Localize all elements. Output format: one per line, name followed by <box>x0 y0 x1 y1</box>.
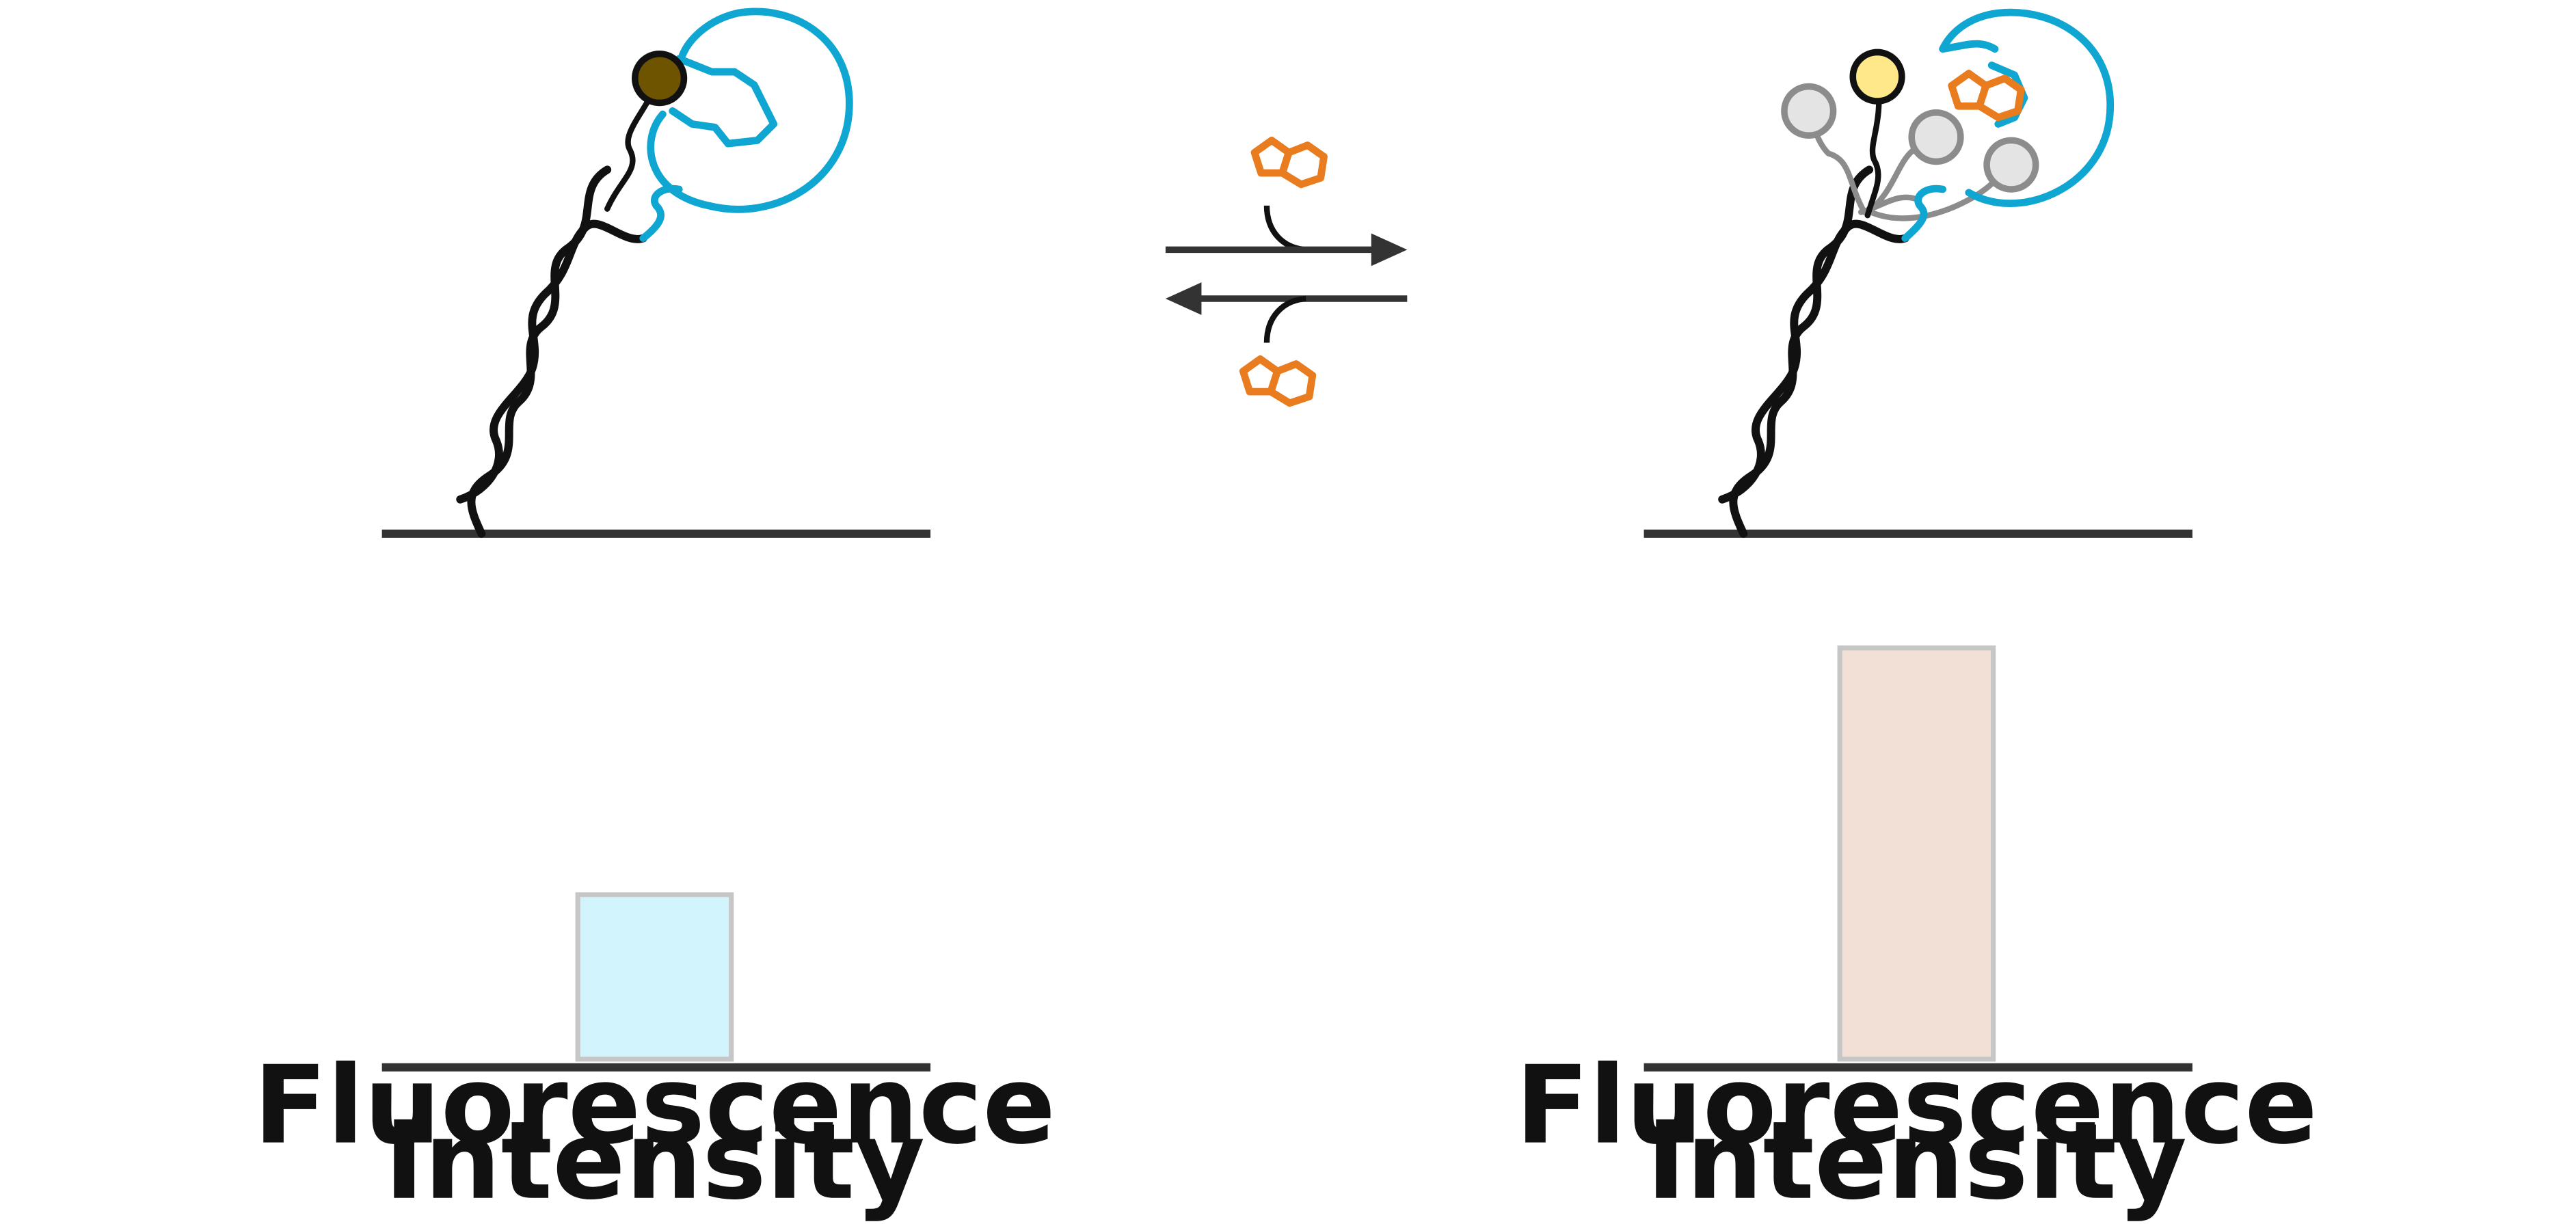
left-dna-helix <box>456 165 647 538</box>
right-sensor-panel: Fluorescence Intensity <box>1516 8 2318 1224</box>
right-dna-helix <box>1718 165 1909 538</box>
right-bar-label-line1: Fluorescence <box>1516 1044 2318 1169</box>
right-dynamic-fluorophore <box>1908 109 1964 165</box>
left-linker <box>604 75 662 212</box>
right-linker <box>1864 75 1882 219</box>
left-sensor-panel: Fluorescence Intensity <box>254 8 1056 1224</box>
left-aptamer <box>639 8 853 243</box>
right-bright-fluorophore <box>1849 49 1905 105</box>
left-quenched-fluorophore <box>632 51 688 107</box>
right-dynamic-fluorophore <box>1983 137 2039 193</box>
right-aptamer <box>1901 8 2115 243</box>
left-bar-label-line1: Fluorescence <box>254 1044 1056 1169</box>
reverse-hook <box>1263 295 1306 343</box>
equilibrium-arrows <box>1165 140 1408 403</box>
arrow-left-head <box>1165 282 1202 315</box>
left-fluorescence-bar <box>575 892 734 1062</box>
bound-ligand-icon <box>1952 73 2021 117</box>
arrow-right-head <box>1371 233 1408 267</box>
right-fluorescence-bar <box>1837 645 1996 1062</box>
ligand-icon <box>1255 140 1324 184</box>
right-dynamic-fluorophore <box>1781 83 1837 139</box>
forward-hook <box>1263 205 1306 253</box>
left-bar-label-line2: Intensity <box>384 1099 925 1224</box>
ligand-icon <box>1243 359 1312 403</box>
right-bar-label-line2: Intensity <box>1646 1099 2187 1224</box>
